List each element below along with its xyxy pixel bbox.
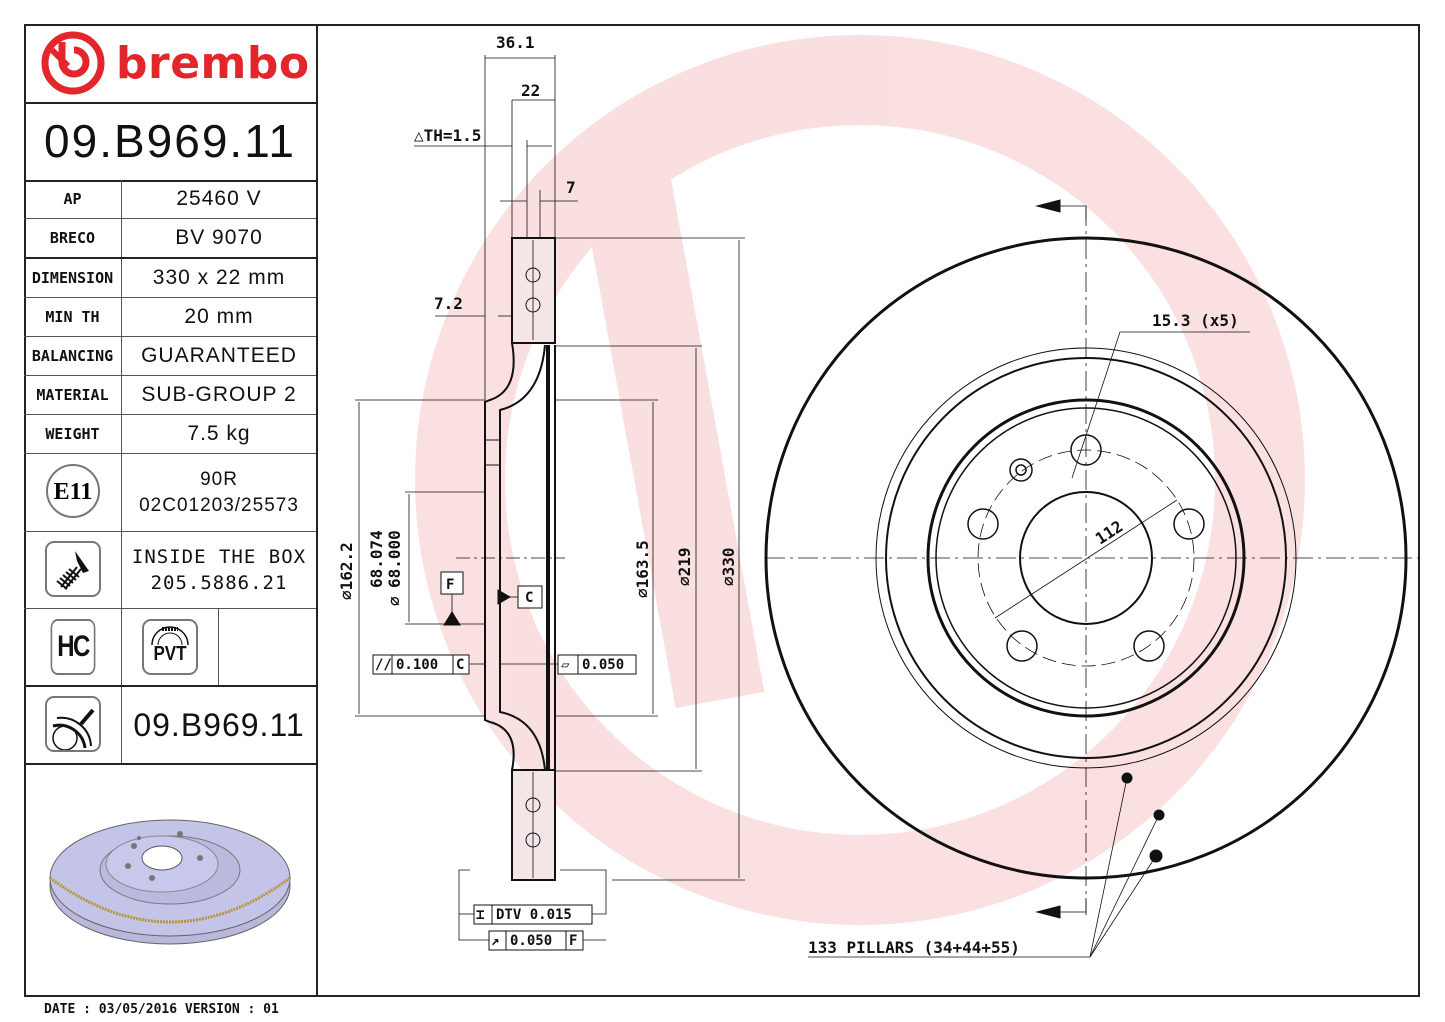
spec-value: BV 9070: [121, 218, 316, 259]
dim-delta-th: △TH=1.5: [414, 126, 481, 145]
pvt-icon: PVT: [142, 619, 198, 675]
flatness-tolerance: ▱ 0.050: [557, 654, 637, 675]
dim-vane-gap: 7: [566, 178, 576, 197]
datum-c: C: [525, 590, 533, 606]
brembo-logo-icon: [41, 31, 105, 95]
spec-value: 20 mm: [121, 297, 316, 337]
spec-key: WEIGHT: [24, 414, 122, 454]
screw-note: INSIDE THE BOX: [131, 546, 307, 568]
spec-key: BRECO: [24, 218, 122, 259]
brand-name: brembo: [116, 37, 310, 89]
hc-label: HC: [56, 630, 90, 663]
homologation-code: 90R: [200, 468, 238, 490]
pvt-label: PVT: [153, 643, 187, 665]
svg-text:F: F: [569, 933, 577, 949]
svg-text:⌶: ⌶: [476, 907, 484, 923]
dim-dia-330: ⌀330: [719, 547, 738, 586]
marking-icon-cell: [24, 686, 122, 765]
disc-3d-icon: [49, 819, 291, 945]
part-number: 09.B969.11: [44, 115, 296, 167]
e11-badge-icon: E11: [45, 463, 100, 518]
spec-value: 25460 V: [121, 180, 316, 219]
part-number-header: 09.B969.11: [24, 102, 316, 182]
spec-value: 7.5 kg: [121, 414, 316, 454]
dim-thickness: 22: [521, 81, 540, 100]
dim-dia-68-upper: 68.074: [367, 530, 386, 588]
homologation-row: E11 90R 02C01203/25573: [24, 453, 316, 532]
dim-dia-68-lower: 68.000: [385, 530, 404, 588]
svg-text://: //: [375, 657, 392, 673]
e11-cell: E11: [24, 453, 122, 532]
marking-row: 09.B969.11: [24, 686, 316, 765]
svg-text:DTV 0.015: DTV 0.015: [496, 907, 572, 923]
brand-header: brembo: [24, 24, 316, 104]
parallelism-tolerance: // 0.100 C: [372, 654, 470, 675]
svg-text:↗: ↗: [491, 933, 499, 949]
dim-dia-68-symbol: ⌀: [385, 596, 404, 606]
dim-overall-width: 36.1: [496, 33, 535, 52]
hc-cell: HC: [24, 608, 122, 687]
date-version: DATE : 03/05/2016 VERSION : 01: [44, 1002, 279, 1017]
hc-icon: HC: [50, 619, 95, 675]
spec-key: MIN TH: [24, 297, 122, 337]
dim-dia-162: ⌀162.2: [337, 542, 356, 600]
svg-text:0.050: 0.050: [582, 657, 624, 673]
spec-value: 330 x 22 mm: [121, 258, 316, 298]
disc-render: [24, 766, 316, 995]
screw-icon: [44, 541, 101, 597]
homologation-number: 02C01203/25573: [139, 494, 299, 516]
front-view: [764, 199, 1418, 958]
badge-row: HC PVT: [24, 608, 316, 687]
dim-pcd: 112: [1092, 517, 1127, 549]
disc-marking-icon: [44, 696, 101, 752]
dim-hat-offset: 7.2: [434, 294, 463, 313]
svg-text:0.050: 0.050: [510, 933, 552, 949]
spec-key: BALANCING: [24, 336, 122, 376]
dim-bolt-hole: 15.3 (x5): [1152, 311, 1239, 330]
screw-row: INSIDE THE BOX 205.5886.21: [24, 531, 316, 609]
spec-key: AP: [24, 180, 122, 219]
spec-key: DIMENSION: [24, 258, 122, 298]
pvt-cell: PVT: [121, 608, 316, 687]
dim-dia-163: ⌀163.5: [633, 540, 652, 598]
spec-key: MATERIAL: [24, 375, 122, 415]
datum-f: F: [446, 577, 454, 593]
svg-text:E11: E11: [53, 479, 92, 505]
screw-part-number: 205.5886.21: [150, 572, 288, 594]
homologation-text: 90R 02C01203/25573: [121, 453, 316, 532]
runout-tolerance: ↗ 0.050 F: [488, 930, 584, 951]
screw-cell: [24, 531, 122, 609]
technical-drawing: 36.1 22 △TH=1.5 7 7.2 ⌀162.2 68.074 68.0…: [337, 33, 1418, 958]
dtv-tolerance: ⌶ DTV 0.015: [473, 904, 593, 925]
watermark-logo-icon: [415, 35, 1305, 925]
marking-part-number: 09.B969.11: [121, 686, 316, 765]
spec-value: GUARANTEED: [121, 336, 316, 376]
svg-text:▱: ▱: [561, 657, 570, 673]
svg-text:0.100: 0.100: [396, 657, 438, 673]
dim-pillars: 133 PILLARS (34+44+55): [808, 938, 1020, 957]
svg-text:C: C: [456, 657, 464, 673]
screw-text: INSIDE THE BOX 205.5886.21: [121, 531, 316, 609]
section-view: [355, 55, 745, 941]
dim-dia-219: ⌀219: [675, 547, 694, 586]
spec-value: SUB-GROUP 2: [121, 375, 316, 415]
